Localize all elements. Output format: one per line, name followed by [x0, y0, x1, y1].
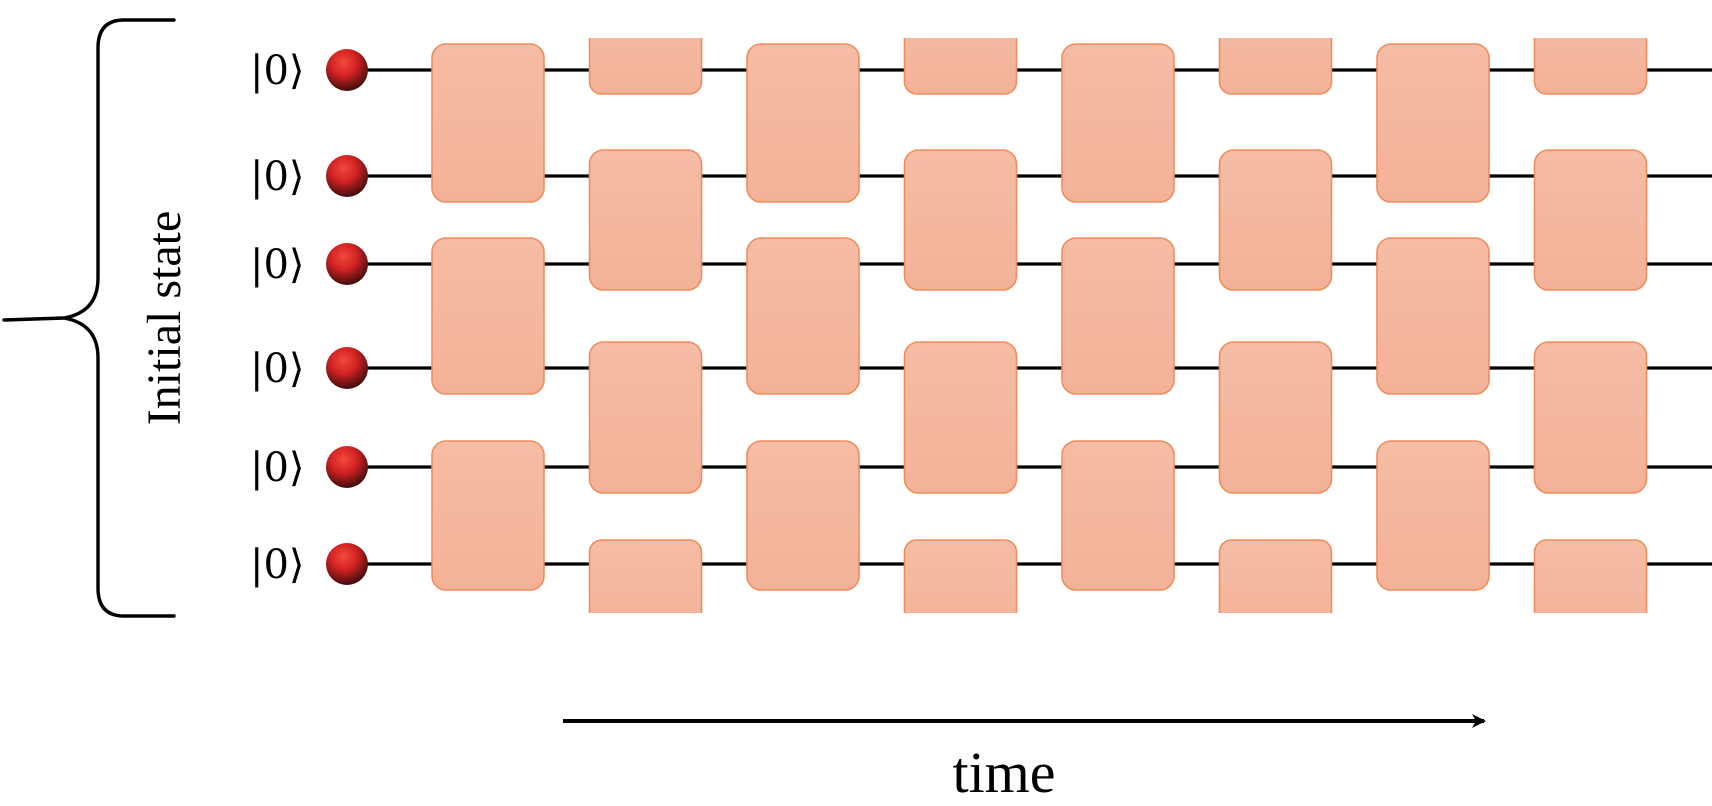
qubit-labels: |0⟩ |0⟩ |0⟩ |0⟩ |0⟩ |0⟩ [250, 48, 305, 588]
qubit-ball [326, 243, 368, 285]
qubit-label: |0⟩ [250, 346, 305, 392]
qubit-ball [326, 347, 368, 389]
partial-gate-bottom [588, 539, 703, 613]
two-qubit-gate [588, 341, 703, 494]
qubit-wires [347, 68, 1712, 566]
qubit-label: |0⟩ [250, 48, 305, 94]
two-qubit-gate [1061, 43, 1175, 203]
two-qubit-gate [431, 237, 545, 395]
qubit-ball [326, 543, 368, 585]
partial-gate-bottom [1218, 539, 1333, 613]
qubit-ball [326, 155, 368, 197]
two-qubit-gate [903, 149, 1018, 291]
partial-gate-top [903, 38, 1018, 95]
two-qubit-gate [1376, 237, 1490, 395]
two-qubit-gate [1376, 43, 1490, 203]
two-qubit-gate [1061, 440, 1175, 591]
two-qubit-gate [1061, 237, 1175, 395]
qubit-label: |0⟩ [250, 242, 305, 288]
two-qubit-gate [431, 43, 545, 203]
brace-label: Initial state [138, 211, 191, 426]
two-qubit-gate [431, 440, 545, 591]
qubit-ball [326, 49, 368, 91]
two-qubit-gate [1218, 149, 1333, 291]
two-qubit-gate [1533, 341, 1648, 494]
partial-gate-bottom [1533, 539, 1648, 613]
two-qubit-gate [1218, 341, 1333, 494]
partial-gate-top [588, 38, 703, 95]
two-qubit-gate [1376, 440, 1490, 591]
two-qubit-gate [903, 341, 1018, 494]
partial-gate-top [1218, 38, 1333, 95]
partial-gate-top [1533, 38, 1648, 95]
qubit-balls [326, 49, 368, 585]
gate-layers [431, 38, 1648, 613]
two-qubit-gate [746, 440, 860, 591]
partial-gate-bottom [903, 539, 1018, 613]
qubit-ball [326, 446, 368, 488]
qubit-label: |0⟩ [250, 542, 305, 588]
initial-state-brace [2, 18, 176, 618]
two-qubit-gate [1533, 149, 1648, 291]
qubit-label: |0⟩ [250, 154, 305, 200]
two-qubit-gate [746, 237, 860, 395]
time-axis-label: time [952, 740, 1055, 805]
two-qubit-gate [746, 43, 860, 203]
qubit-label: |0⟩ [250, 445, 305, 491]
two-qubit-gate [588, 149, 703, 291]
